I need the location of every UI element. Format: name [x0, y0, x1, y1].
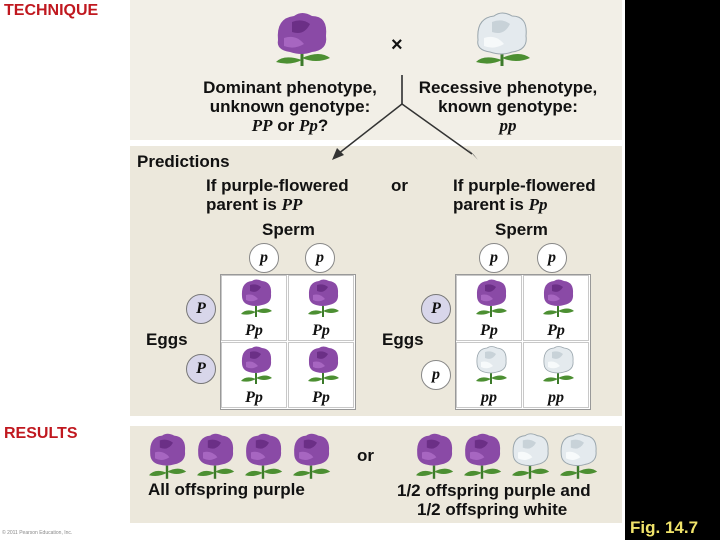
cell-genotype: Pp — [289, 389, 353, 407]
results-right-line2-text: offspring white — [441, 500, 568, 519]
left-line2-prefix: parent is — [206, 195, 282, 214]
punnett-cell: Pp — [456, 275, 522, 341]
fraction-half: 1/2 — [417, 500, 441, 519]
results-right-line1: 1/2 offspring purple and — [397, 481, 591, 500]
predictions-title: Predictions — [137, 152, 230, 172]
purple-flower-icon — [538, 278, 578, 318]
cell-genotype: Pp — [222, 322, 286, 340]
prediction-right-heading: If purple-flowered parent is Pp — [453, 176, 596, 214]
fraction-half: 1/2 — [397, 481, 421, 500]
right-sperm-allele-1: p — [479, 243, 509, 273]
results-label: RESULTS — [4, 425, 77, 443]
right-sperm-label: Sperm — [495, 220, 548, 240]
purple-flower-icon — [303, 345, 343, 385]
cell-genotype: Pp — [222, 389, 286, 407]
left-egg-allele-1: P — [186, 294, 216, 324]
left-egg-allele-2: P — [186, 354, 216, 384]
technique-label: TECHNIQUE — [4, 2, 98, 20]
right-line2-prefix: parent is — [453, 195, 529, 214]
dominant-line1: Dominant phenotype, — [190, 78, 390, 97]
right-egg-allele-2: p — [421, 360, 451, 390]
right-eggs-label: Eggs — [382, 330, 424, 350]
results-right-line2: 1/2 offspring white — [397, 500, 591, 519]
results-or: or — [357, 446, 374, 466]
predictions-or: or — [391, 176, 408, 196]
purple-flower-icon — [287, 432, 335, 480]
cross-symbol: × — [391, 34, 403, 57]
right-punnett-square: Pp Pp pp pp — [455, 274, 591, 410]
punnett-cell: Pp — [523, 275, 589, 341]
right-line1: If purple-flowered — [453, 176, 596, 195]
punnett-cell: Pp — [221, 342, 287, 408]
prediction-left-heading: If purple-flowered parent is PP — [206, 176, 349, 214]
white-flower-icon — [538, 345, 578, 385]
white-flower-icon — [554, 432, 602, 480]
left-sperm-allele-2: p — [305, 243, 335, 273]
punnett-cell: pp — [523, 342, 589, 408]
white-flower-icon — [471, 345, 511, 385]
purple-flower-icon — [303, 278, 343, 318]
purple-flower-icon — [239, 432, 287, 480]
right-parent-genotype: Pp — [529, 195, 548, 214]
punnett-cell: Pp — [288, 275, 354, 341]
results-right-line1-text: offspring purple and — [421, 481, 591, 500]
white-flower-icon — [506, 432, 554, 480]
results-right-text: 1/2 offspring purple and 1/2 offspring w… — [397, 481, 591, 519]
left-sperm-allele-1: p — [249, 243, 279, 273]
left-sperm-label: Sperm — [262, 220, 315, 240]
copyright: © 2011 Pearson Education, Inc. — [2, 530, 72, 536]
right-line2: parent is Pp — [453, 195, 596, 214]
arrows — [310, 100, 510, 170]
purple-flower-icon — [471, 278, 511, 318]
purple-flower-icon — [410, 432, 458, 480]
purple-flower-icon — [262, 10, 342, 68]
purple-flower-icon — [236, 278, 276, 318]
or-word: or — [273, 116, 299, 135]
punnett-cell: pp — [456, 342, 522, 408]
left-line1: If purple-flowered — [206, 176, 349, 195]
right-sperm-allele-2: p — [537, 243, 567, 273]
cell-genotype: pp — [457, 389, 521, 407]
cell-genotype: pp — [524, 389, 588, 407]
purple-flower-icon — [143, 432, 191, 480]
cell-genotype: Pp — [524, 322, 588, 340]
left-eggs-label: Eggs — [146, 330, 188, 350]
left-punnett-square: Pp Pp Pp Pp — [220, 274, 356, 410]
right-egg-allele-1: P — [421, 294, 451, 324]
cell-genotype: Pp — [457, 322, 521, 340]
results-right-flowers — [410, 432, 620, 480]
punnett-cell: Pp — [288, 342, 354, 408]
cell-genotype: Pp — [289, 322, 353, 340]
results-left-flowers — [143, 432, 353, 480]
purple-flower-icon — [191, 432, 239, 480]
side-bar — [625, 0, 720, 540]
left-parent-genotype: PP — [282, 195, 303, 214]
purple-flower-icon — [458, 432, 506, 480]
results-left-text: All offspring purple — [148, 480, 305, 500]
left-line2: parent is PP — [206, 195, 349, 214]
punnett-cell: Pp — [221, 275, 287, 341]
genotype-PP: PP — [252, 116, 273, 135]
purple-flower-icon — [236, 345, 276, 385]
figure-label: Fig. 14.7 — [630, 518, 698, 538]
recessive-line1: Recessive phenotype, — [408, 78, 608, 97]
white-flower-icon — [462, 10, 542, 68]
